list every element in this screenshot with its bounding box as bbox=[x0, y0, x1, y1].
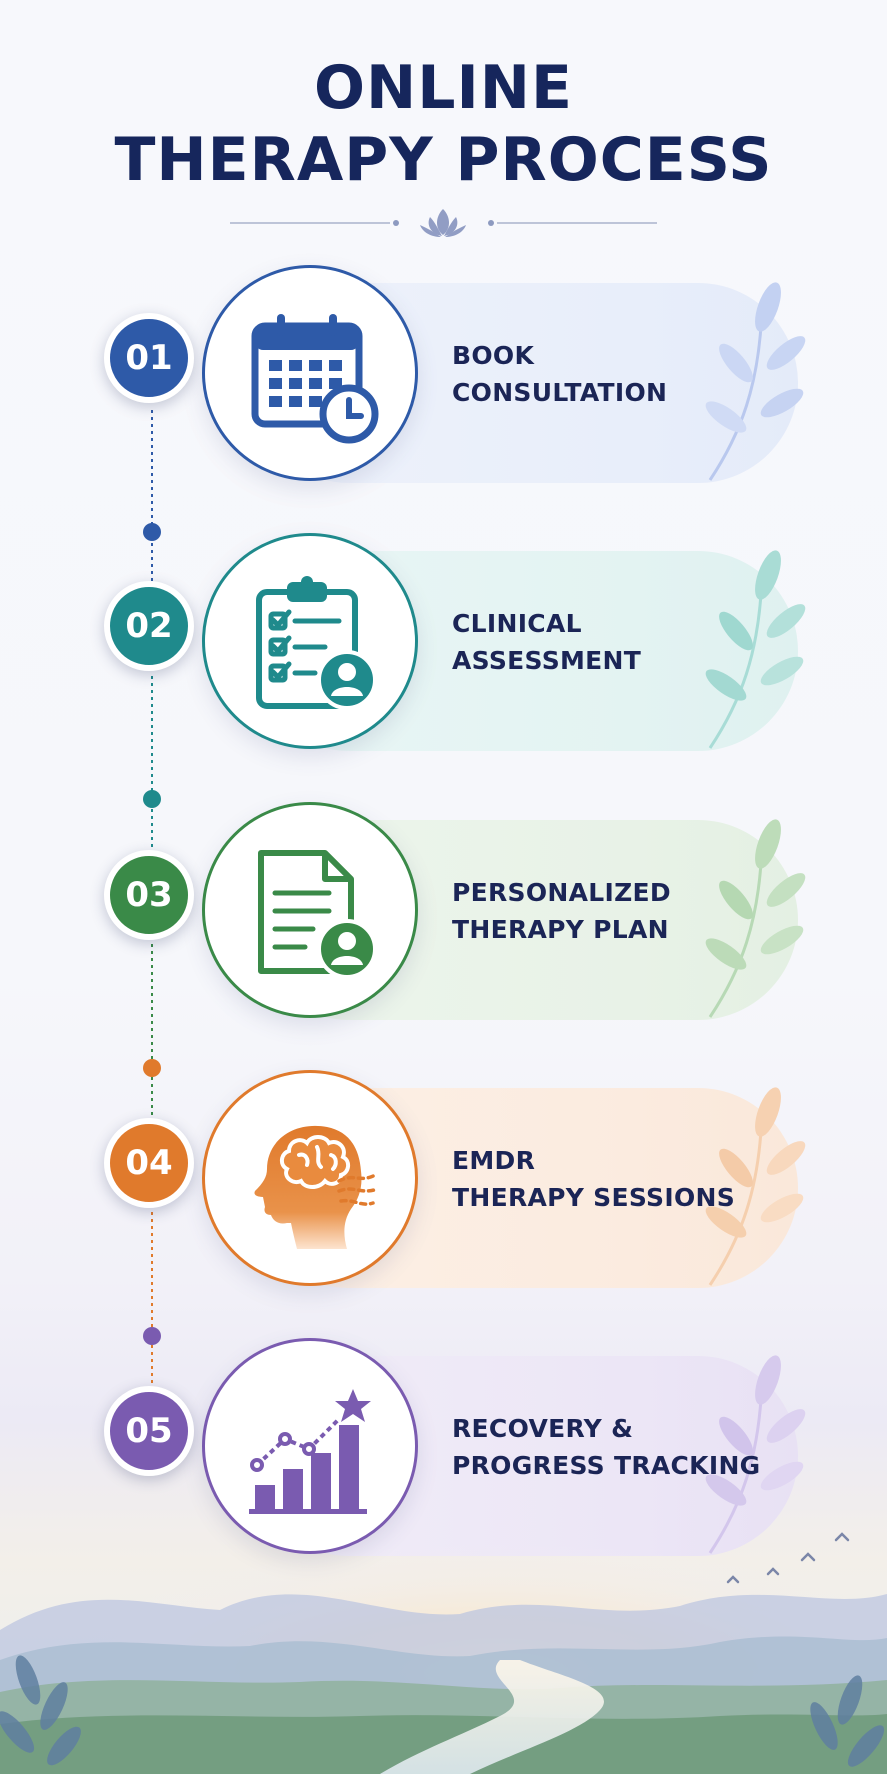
step-label-line-1: PERSONALIZED bbox=[452, 878, 671, 907]
step-label-line-2: PROGRESS TRACKING bbox=[452, 1451, 761, 1480]
step-number-badge: 04 bbox=[104, 1118, 194, 1208]
step-number-badge: 01 bbox=[104, 313, 194, 403]
step-label: CLINICAL ASSESSMENT bbox=[452, 605, 792, 679]
leaf-decoration-icon bbox=[705, 819, 806, 1018]
foreground-plants-icon bbox=[0, 1655, 885, 1767]
title-line-1: ONLINE bbox=[314, 53, 573, 123]
step-4: 04 EMDR THERAPY SESSIONS bbox=[0, 1060, 887, 1290]
growth-chart-star-icon bbox=[249, 1389, 371, 1514]
step-label-line-2: ASSESSMENT bbox=[452, 646, 642, 675]
step-icon-circle bbox=[202, 533, 418, 749]
title-divider bbox=[230, 209, 657, 237]
page-title: ONLINE THERAPY PROCESS bbox=[0, 52, 887, 196]
step-3: 03 PERSONALIZED THERAPY PLAN bbox=[0, 792, 887, 1022]
step-2: 02 CLINICAL ASSESSMENT bbox=[0, 523, 887, 753]
step-label-line-2: THERAPY PLAN bbox=[452, 915, 669, 944]
step-icon-circle bbox=[202, 1070, 418, 1286]
leaf-decoration-icon bbox=[705, 282, 806, 481]
clipboard-checklist-icon bbox=[256, 576, 377, 710]
step-label-line-2: CONSULTATION bbox=[452, 378, 668, 407]
step-number-badge: 05 bbox=[104, 1386, 194, 1476]
step-label-line-1: BOOK bbox=[452, 341, 535, 370]
birds-icon bbox=[726, 1532, 850, 1584]
head-brain-icon bbox=[254, 1125, 379, 1249]
landscape-illustration bbox=[0, 1510, 887, 1774]
step-icon-circle bbox=[202, 802, 418, 1018]
step-label: EMDR THERAPY SESSIONS bbox=[452, 1142, 792, 1216]
step-label-line-2: THERAPY SESSIONS bbox=[452, 1183, 736, 1212]
leaf-decoration-icon bbox=[705, 550, 806, 749]
step-number-badge: 03 bbox=[104, 850, 194, 940]
document-user-icon bbox=[258, 850, 377, 979]
leaf-decoration-icon bbox=[705, 1087, 806, 1286]
lotus-icon bbox=[420, 209, 466, 237]
step-label: BOOK CONSULTATION bbox=[452, 337, 792, 411]
step-label-line-1: CLINICAL bbox=[452, 609, 582, 638]
calendar-clock-icon bbox=[251, 314, 379, 444]
step-icon-circle bbox=[202, 265, 418, 481]
step-label: RECOVERY & PROGRESS TRACKING bbox=[452, 1410, 792, 1484]
step-label-line-1: EMDR bbox=[452, 1146, 536, 1175]
step-1: 01 BOOK CONSULTATION bbox=[0, 255, 887, 485]
step-label: PERSONALIZED THERAPY PLAN bbox=[452, 874, 792, 948]
leaf-decoration-icon bbox=[705, 1355, 806, 1554]
step-number-badge: 02 bbox=[104, 581, 194, 671]
step-label-line-1: RECOVERY & bbox=[452, 1414, 634, 1443]
title-line-2: THERAPY PROCESS bbox=[114, 125, 773, 195]
